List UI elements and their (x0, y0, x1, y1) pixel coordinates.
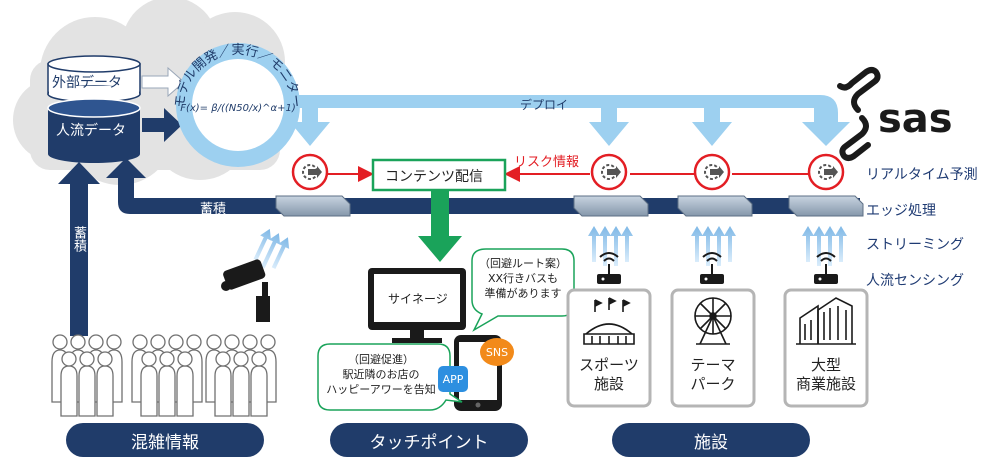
flow-data-cylinder (47, 98, 141, 163)
building-icon (796, 297, 856, 345)
edge-devices (275, 195, 864, 217)
external-data-label: 外部データ (52, 75, 122, 91)
deploy-arrow-1 (589, 108, 629, 146)
sports-facility-label: スポーツ 施設 (579, 356, 639, 393)
route-bubble-shape (471, 248, 575, 332)
category-touchpoint: タッチポイント (330, 423, 528, 457)
deploy-label: デプロイ (520, 98, 569, 112)
promo-bubble-text: （回避促進） 駅近隣のお店の ハッピーアワーを告知 (326, 353, 436, 396)
svg-text:sas: sas (878, 96, 953, 142)
promo-bubble-shape (317, 343, 463, 411)
theme-park-box (670, 288, 756, 408)
streaming-arrows (253, 226, 847, 269)
deploy-arrow-left (290, 108, 330, 146)
deploy-bar (262, 95, 850, 146)
camera-icon (221, 259, 270, 322)
mall-label: 大型 商業施設 (795, 356, 856, 393)
layer-streaming-label: ストリーミング (866, 237, 964, 253)
accumulate-bar-label: 蓄積 (200, 202, 227, 217)
route-bubble-text: （回避ルート案） XX行きバスも 準備があります (479, 257, 567, 300)
external-data-cylinder (47, 55, 141, 103)
content-delivery-label: コンテンツ配信 (385, 169, 483, 185)
app-badge: APP (438, 366, 468, 392)
signage-monitor (368, 268, 466, 343)
ferris-wheel-icon (694, 297, 732, 345)
signage-label: サイネージ (388, 292, 448, 306)
flow-data-arrow (142, 108, 182, 142)
category-facility: 施設 (612, 423, 810, 457)
sns-badge: SNS (480, 338, 514, 366)
sports-facility-box (566, 288, 652, 408)
accumulate-vertical-label: 蓄積 (71, 226, 86, 252)
external-data-arrow (141, 66, 185, 98)
deploy-arrow-2 (692, 108, 732, 146)
layer-realtime-label: リアルタイム予測 (866, 167, 978, 183)
sas-logo: sas (837, 67, 953, 161)
risk-info-label: リスク情報 (514, 155, 580, 170)
layer-sensing-label: 人流センシング (866, 273, 964, 289)
category-congestion: 混雑情報 (66, 423, 264, 457)
sensor-antenna-icons (597, 252, 838, 284)
theme-park-label: テーマ パーク (690, 356, 736, 393)
model-formula: F(x)= β/((N50/x)^α+1) (180, 103, 296, 114)
crowd-icons (51, 334, 277, 417)
stadium-icon (583, 297, 635, 345)
layer-edge-label: エッジ処理 (866, 203, 936, 219)
content-delivery-box (371, 158, 507, 192)
accumulate-vertical-arrow (58, 162, 100, 336)
realtime-engine-icons (291, 153, 845, 191)
delivery-down-arrow (418, 190, 462, 262)
flow-data-label: 人流データ (56, 123, 126, 139)
